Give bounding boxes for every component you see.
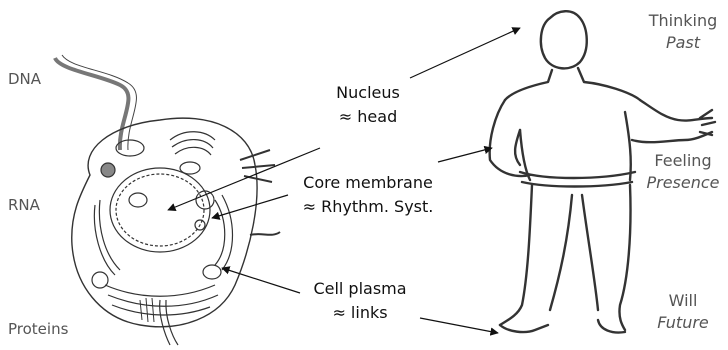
label-proteins: Proteins [8, 320, 68, 338]
arrow-nucleus-to-head [410, 28, 520, 78]
label-rna: RNA [8, 196, 40, 214]
label-thinking: Thinking Past [640, 12, 726, 52]
figure-head [541, 11, 587, 68]
label-feeling-line1: Feeling [640, 152, 726, 170]
label-nucleus-line2: ≈ head [318, 108, 418, 126]
arrow-plasma-to-cell [222, 268, 300, 293]
label-thinking-line1: Thinking [640, 12, 726, 30]
label-feeling-line2: Presence [640, 174, 726, 192]
label-cell-plasma: Cell plasma ≈ links [300, 280, 420, 322]
label-feeling: Feeling Presence [640, 152, 726, 192]
label-cell-plasma-line2: ≈ links [300, 304, 420, 322]
cell-flagellum [55, 58, 128, 150]
label-cell-plasma-line1: Cell plasma [300, 280, 420, 298]
label-will-line1: Will [640, 292, 726, 310]
label-core-membrane-line1: Core membrane [288, 174, 448, 192]
arrow-membrane-to-torso [438, 148, 492, 162]
arrow-plasma-to-feet [420, 318, 498, 333]
label-nucleus-line1: Nucleus [318, 84, 418, 102]
label-core-membrane-line2: ≈ Rhythm. Syst. [288, 198, 448, 216]
cell-illustration [55, 55, 280, 345]
label-dna: DNA [8, 70, 41, 88]
label-will: Will Future [640, 292, 726, 332]
label-core-membrane: Core membrane ≈ Rhythm. Syst. [288, 174, 448, 216]
label-thinking-line2: Past [640, 34, 726, 52]
cell-nucleus [110, 168, 210, 252]
label-nucleus: Nucleus ≈ head [318, 84, 418, 126]
label-will-line2: Future [640, 314, 726, 332]
